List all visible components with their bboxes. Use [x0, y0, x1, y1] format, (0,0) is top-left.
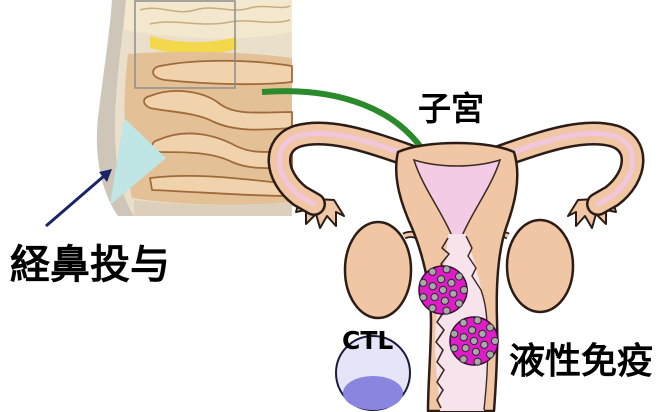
nasal-turbinate — [153, 61, 292, 84]
nasal-administration-label: 経鼻投与 — [10, 242, 170, 288]
ctl-cell-nucleus — [343, 376, 403, 410]
uterus-label: 子宮 — [418, 89, 484, 128]
brain-region — [124, 0, 292, 39]
right-ovary — [507, 220, 573, 312]
nasal-pointer-arrow — [46, 169, 112, 226]
virus-particle — [419, 266, 468, 315]
humoral-immunity-label: 液性免疫 — [509, 341, 653, 382]
virus-particle — [450, 317, 499, 366]
ctl-label: CTL — [342, 326, 393, 355]
left-ovary — [345, 222, 411, 318]
pointer-arrow-shaft — [46, 176, 104, 226]
nasal-cavity-illustration — [97, 0, 292, 216]
